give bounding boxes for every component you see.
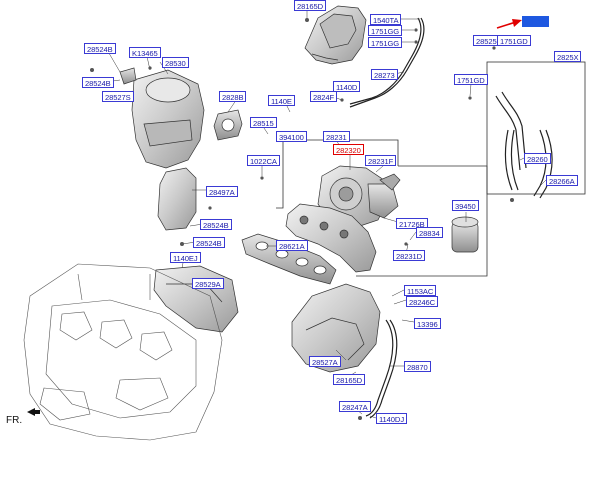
part-label-1751gg-a[interactable]: 1751GG bbox=[368, 25, 403, 36]
part-label-28231f[interactable]: 28231F bbox=[365, 155, 397, 166]
part-label-39450[interactable]: 39450 bbox=[452, 200, 479, 211]
part-label-1022ca[interactable]: 1022CA bbox=[247, 155, 280, 166]
part-label-28524b-b[interactable]: 28524B bbox=[82, 77, 114, 88]
catalytic-converter bbox=[119, 67, 205, 169]
manifold-gasket bbox=[241, 233, 337, 285]
callout-arrow bbox=[496, 19, 522, 29]
part-label-28231[interactable]: 28231 bbox=[323, 131, 350, 142]
oil-return-hose bbox=[365, 319, 398, 419]
part-label-1140dj[interactable]: 1140DJ bbox=[376, 413, 408, 424]
part-label-28247a[interactable]: 28247A bbox=[339, 401, 371, 412]
part-label-28870[interactable]: 28870 bbox=[404, 361, 431, 372]
selected-part-label[interactable]: 28525 bbox=[522, 16, 549, 27]
part-label-28524b-a[interactable]: 28524B bbox=[84, 43, 116, 54]
converter-gasket bbox=[213, 109, 243, 141]
part-label-28273[interactable]: 28273 bbox=[371, 69, 398, 80]
part-label-1153ac[interactable]: 1153AC bbox=[404, 285, 437, 296]
part-label-28834[interactable]: 28834 bbox=[416, 227, 443, 238]
engine-block bbox=[23, 263, 223, 441]
part-label-1540ta[interactable]: 1540TA bbox=[370, 14, 402, 25]
turbo-assembly-frame bbox=[276, 139, 488, 277]
part-label-28525[interactable]: 28525 bbox=[473, 35, 500, 46]
part-label-394100[interactable]: 394100 bbox=[276, 131, 307, 142]
part-label-28165d[interactable]: 28165D bbox=[294, 0, 327, 11]
part-label-28527s[interactable]: 28527S bbox=[102, 91, 134, 102]
part-label-2828b[interactable]: 2828B bbox=[219, 91, 247, 102]
converter-heat-shield bbox=[157, 167, 197, 231]
part-label-2824f[interactable]: 2824F bbox=[310, 91, 338, 102]
part-label-282320[interactable]: 282320 bbox=[333, 144, 364, 155]
part-label-2825x[interactable]: 2825X bbox=[554, 51, 582, 62]
part-label-21726b[interactable]: 21726B bbox=[396, 218, 428, 229]
part-label-k13465[interactable]: K13465 bbox=[129, 47, 161, 58]
front-direction-arrow bbox=[27, 408, 40, 416]
front-direction-label: FR. bbox=[6, 415, 23, 426]
part-label-1140d-a[interactable]: 1140D bbox=[333, 81, 361, 92]
hose-kit-frame bbox=[486, 61, 586, 195]
part-label-13396[interactable]: 13396 bbox=[414, 318, 441, 329]
part-label-28524b-c[interactable]: 28524B bbox=[200, 219, 232, 230]
part-label-28266a[interactable]: 28266A bbox=[546, 175, 578, 186]
part-label-1751gd-a[interactable]: 1751GD bbox=[497, 35, 531, 46]
part-label-28260[interactable]: 28260 bbox=[524, 153, 551, 164]
turbo-heat-shield-upper bbox=[304, 5, 367, 65]
part-label-28165d-b[interactable]: 28165D bbox=[333, 374, 366, 385]
part-label-1140e-a[interactable]: 1140E bbox=[268, 95, 295, 106]
part-label-1751gd-b[interactable]: 1751GD bbox=[454, 74, 488, 85]
part-label-28530[interactable]: 28530 bbox=[162, 57, 189, 68]
part-label-28529a[interactable]: 28529A bbox=[192, 278, 224, 289]
part-label-1140ej[interactable]: 1140EJ bbox=[170, 252, 201, 263]
part-label-1751gg-b[interactable]: 1751GG bbox=[368, 37, 403, 48]
part-label-28621a[interactable]: 28621A bbox=[276, 240, 308, 251]
part-label-28524b-d[interactable]: 28524B bbox=[193, 237, 225, 248]
part-label-28497a[interactable]: 28497A bbox=[206, 186, 238, 197]
fastener-markers bbox=[90, 18, 514, 420]
part-label-28246c[interactable]: 28246C bbox=[406, 296, 439, 307]
exhaust-manifold bbox=[285, 203, 377, 273]
wastegate-actuator bbox=[451, 216, 479, 253]
part-label-28527a[interactable]: 28527A bbox=[309, 356, 341, 367]
oil-feed-pipe bbox=[349, 17, 425, 108]
turbo-lower-heat-shield bbox=[291, 283, 381, 373]
part-label-28515[interactable]: 28515 bbox=[250, 117, 277, 128]
part-label-28231d[interactable]: 28231D bbox=[393, 250, 426, 261]
